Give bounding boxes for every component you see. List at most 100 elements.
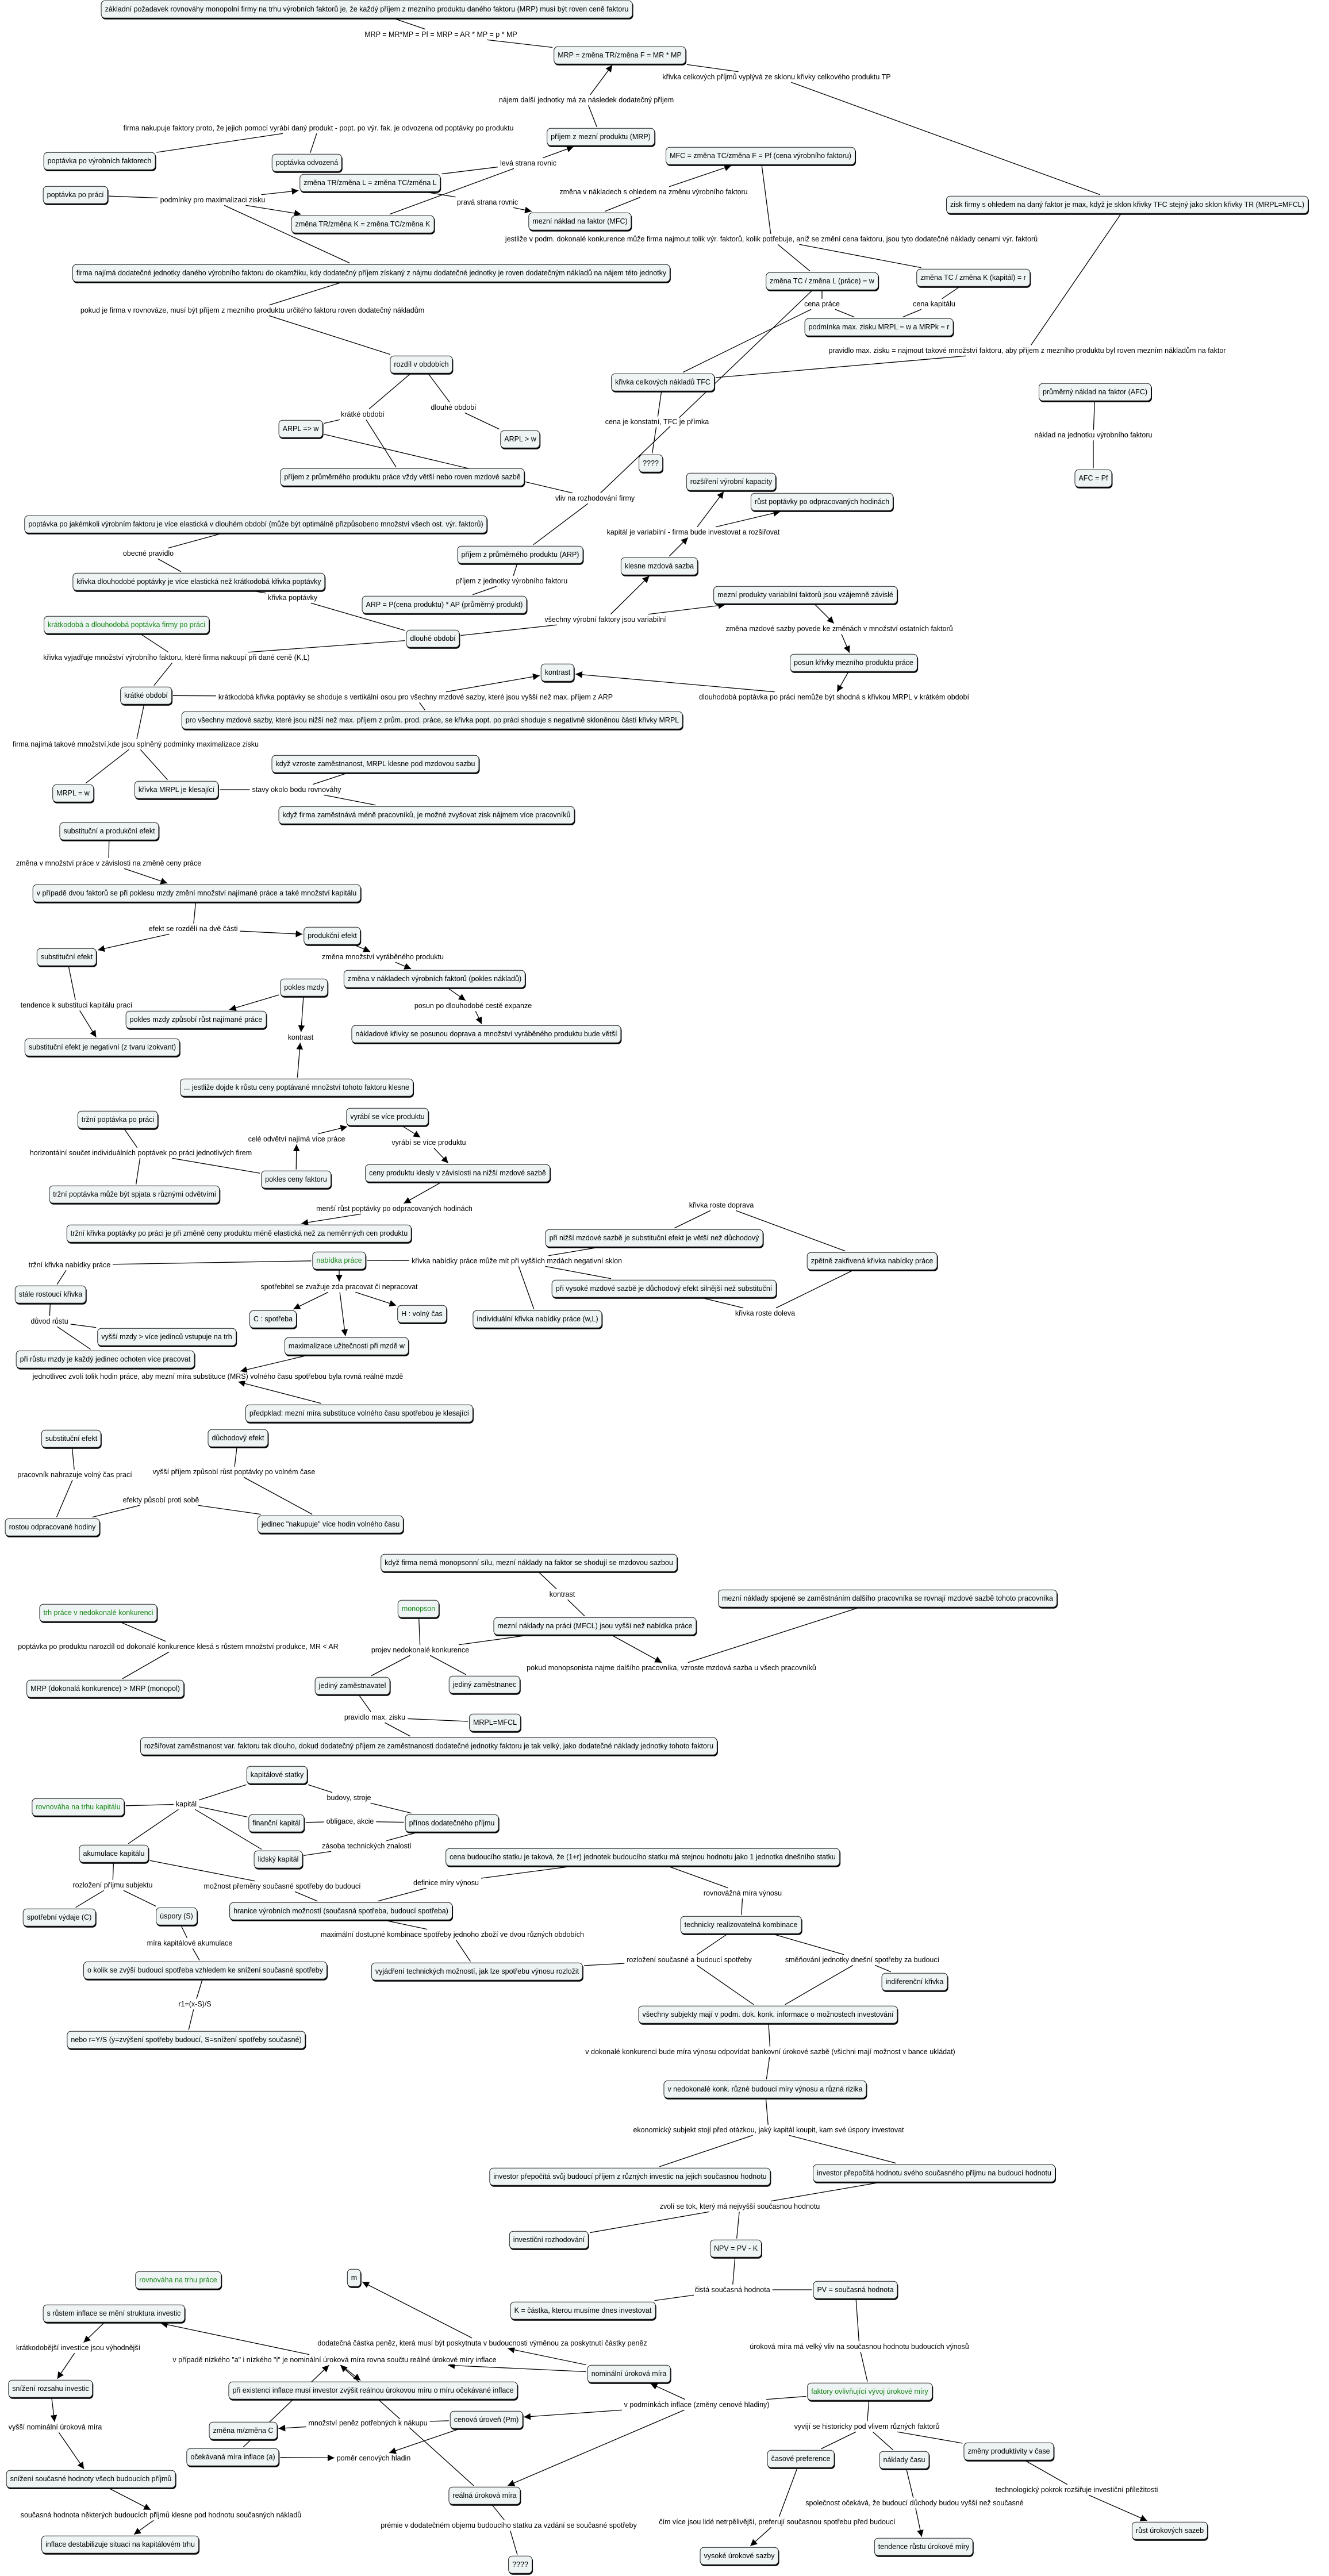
topic-node[interactable]: nabídka práce <box>312 1251 366 1270</box>
concept-node[interactable]: mezní produkty variabilní faktorů jsou v… <box>713 586 897 604</box>
concept-node[interactable]: všechny subjekty mají v podm. dok. konk.… <box>638 2005 898 2024</box>
concept-node[interactable]: s růstem inflace se mění struktura inves… <box>43 2304 185 2323</box>
concept-node[interactable]: H : volný čas <box>397 1305 447 1323</box>
concept-node[interactable]: změna m/změna C <box>209 2421 278 2440</box>
concept-node[interactable]: snížení rozsahu investic <box>8 2379 93 2398</box>
concept-node[interactable]: rozšiřovat zaměstnanost var. faktoru tak… <box>140 1737 718 1755</box>
concept-node[interactable]: C : spotřeba <box>249 1310 297 1328</box>
concept-node[interactable]: při vysoké mzdové sazbě je důchodový efe… <box>551 1279 777 1298</box>
concept-node[interactable]: ARPL > w <box>500 430 540 448</box>
concept-node[interactable]: vyrábí se více produktu <box>346 1108 429 1126</box>
concept-node[interactable]: ???? <box>639 454 663 472</box>
concept-node[interactable]: MRP = změna TR/změna F = MR * MP <box>554 46 686 64</box>
concept-node[interactable]: náklady času <box>879 2451 929 2469</box>
concept-node[interactable]: mezní náklady na práci (MFCL) jsou vyšší… <box>493 1617 697 1635</box>
concept-node[interactable]: rozdíl v obdobích <box>390 355 453 374</box>
concept-node[interactable]: lidský kapitál <box>253 1850 303 1868</box>
concept-node[interactable]: substituční efekt je negativní (z tvaru … <box>24 1038 180 1056</box>
concept-node[interactable]: dlouhé období <box>406 629 460 648</box>
concept-node[interactable]: ceny produktu klesly v závislosti na niž… <box>365 1164 550 1182</box>
concept-node[interactable]: zpětně zakřivená křivka nabídky práce <box>806 1252 938 1270</box>
concept-node[interactable]: předpklad: mezní míra substituce volného… <box>245 1404 474 1422</box>
concept-node[interactable]: vyjádření technických možností, jak lze … <box>371 1962 583 1981</box>
concept-node[interactable]: když firma zaměstnává méně pracovníků, j… <box>278 806 575 824</box>
concept-node[interactable]: vysoké úrokové sazby <box>700 2547 779 2565</box>
concept-node[interactable]: hranice výrobních možností (současná spo… <box>229 1902 452 1920</box>
concept-node[interactable]: substituční efekt <box>36 948 97 966</box>
concept-node[interactable]: ARP = P(cena produktu) * AP (průměrný pr… <box>362 595 527 614</box>
concept-node[interactable]: mezní náklad na faktor (MFC) <box>528 212 632 230</box>
concept-node[interactable]: důchodový efekt <box>208 1429 268 1447</box>
topic-node[interactable]: krátkodobá a dlouhodobá poptávka firmy p… <box>44 616 209 634</box>
concept-node[interactable]: inflace destabilizuje situaci na kapitál… <box>41 2535 199 2554</box>
concept-node[interactable]: ARPL => w <box>278 420 323 438</box>
concept-node[interactable]: podmínka max. zisku MRPL = w a MRPk = r <box>804 318 954 336</box>
concept-node[interactable]: MRP (dokonalá konkurence) > MRP (monopol… <box>26 1679 184 1698</box>
concept-node[interactable]: růst úrokových sazeb <box>1131 2521 1208 2540</box>
concept-node[interactable]: změna TC / změna K (kapitál) = r <box>916 268 1030 287</box>
concept-node[interactable]: MRPL = w <box>52 784 94 802</box>
concept-node[interactable]: změna TC / změna L (práce) = w <box>766 272 878 290</box>
concept-node[interactable]: v nedokonalé konk. různé budoucí míry vý… <box>663 2080 867 2098</box>
concept-node[interactable]: tendence růstu úrokové míry <box>874 2537 974 2556</box>
concept-node[interactable]: o kolik se zvýší budoucí spotřeba vzhled… <box>83 1961 327 1979</box>
concept-node[interactable]: pokles ceny faktoru <box>261 1170 331 1189</box>
concept-node[interactable]: individuální křivka nabídky práce (w,L) <box>473 1310 602 1328</box>
concept-node[interactable]: jediný zaměstnanec <box>448 1675 521 1694</box>
concept-node[interactable]: nominální úroková míra <box>587 2364 671 2383</box>
concept-node[interactable]: příjem z průměrného produktu práce vždy … <box>280 468 525 486</box>
concept-node[interactable]: cena budoucího statku je taková, že (1+r… <box>445 1848 840 1866</box>
concept-node[interactable]: při existenci inflace musí investor zvýš… <box>228 2381 518 2400</box>
concept-node[interactable]: jedinec "nakupuje" více hodin volného ča… <box>257 1515 404 1533</box>
topic-node[interactable]: rovnováha na trhu práce <box>135 2271 221 2289</box>
concept-node[interactable]: PV = současná hodnota <box>813 2281 898 2299</box>
concept-node[interactable]: při růstu mzdy je každý jedinec ochoten … <box>16 1350 195 1368</box>
concept-node[interactable]: tržní poptávka po práci <box>77 1110 159 1129</box>
concept-node[interactable]: NPV = PV - K <box>709 2239 762 2258</box>
concept-node[interactable]: investor přepočítá hodnotu svého současn… <box>813 2164 1055 2182</box>
concept-node[interactable]: pokles mzdy způsobí růst najímané práce <box>125 1010 267 1029</box>
topic-node[interactable]: rovnováha na trhu kapitálu <box>32 1798 125 1816</box>
concept-node[interactable]: zisk firmy s ohledem na daný faktor je m… <box>946 195 1309 214</box>
concept-node[interactable]: investiční rozhodování <box>509 2231 589 2249</box>
concept-node[interactable]: tržní poptávka může být spjata s různými… <box>49 1185 220 1204</box>
topic-node[interactable]: faktory ovlivňující vývoj úrokové míry <box>807 2382 932 2401</box>
concept-node[interactable]: MRPL=MFCL <box>468 1713 521 1732</box>
concept-node[interactable]: ???? <box>508 2555 532 2574</box>
concept-node[interactable]: rozšíření výrobní kapacity <box>686 472 777 491</box>
concept-node[interactable]: změna TR/změna K = změna TC/změna K <box>291 215 435 233</box>
concept-node[interactable]: spotřební výdaje (C) <box>22 1908 96 1927</box>
concept-node[interactable]: změna v nákladech výrobních faktorů (pok… <box>343 970 526 988</box>
concept-node[interactable]: základní požadavek rovnováhy monopolní f… <box>101 0 633 18</box>
concept-node[interactable]: maximalizace užitečnosti při mzdě w <box>284 1337 409 1355</box>
concept-node[interactable]: technicky realizovatelná kombinace <box>680 1916 802 1934</box>
concept-node[interactable]: kapitálové statky <box>246 1766 308 1784</box>
concept-node[interactable]: substituční efekt <box>41 1429 102 1448</box>
concept-node[interactable]: nákladové křivky se posunou doprava a mn… <box>351 1025 621 1043</box>
concept-node[interactable]: vyšší mzdy > více jedinců vstupuje na tr… <box>97 1328 236 1346</box>
concept-node[interactable]: příjem z mezní produktu (MRP) <box>547 128 655 146</box>
concept-node[interactable]: substituční a produkční efekt <box>59 822 159 840</box>
concept-node[interactable]: finanční kapitál <box>248 1814 305 1832</box>
concept-node[interactable]: křivka dlouhodobé poptávky je více elast… <box>72 572 325 591</box>
concept-node[interactable]: časové preference <box>767 2450 835 2468</box>
concept-node[interactable]: pokles mzdy <box>280 978 328 997</box>
concept-node[interactable]: ... jestliže dojde k růstu ceny poptávan… <box>180 1078 413 1097</box>
concept-node[interactable]: klesne mzdová sazba <box>620 557 698 575</box>
concept-node[interactable]: reálná úroková míra <box>448 2486 521 2505</box>
concept-node[interactable]: snížení současné hodnoty všech budoucích… <box>6 2470 176 2488</box>
concept-node[interactable]: K = částka, kterou musíme dnes investova… <box>510 2301 656 2320</box>
concept-node[interactable]: křivka celkových nákladů TFC <box>611 373 715 391</box>
concept-node[interactable]: když firma nemá monopsonní sílu, mezní n… <box>381 1554 677 1572</box>
concept-node[interactable]: investor přepočítá svůj budoucí příjem z… <box>489 2167 771 2186</box>
concept-node[interactable]: m <box>347 2269 362 2287</box>
topic-node[interactable]: trh práce v nedokonalé konkurenci <box>39 1604 158 1622</box>
concept-node[interactable]: kontrast <box>540 663 575 682</box>
concept-node[interactable]: při nižší mzdové sazbě je substituční ef… <box>545 1229 763 1247</box>
concept-node[interactable]: růst poptávky po odpracovaných hodinách <box>750 493 894 511</box>
concept-node[interactable]: příjem z průměrného produktu (ARP) <box>457 545 583 564</box>
concept-node[interactable]: posun křivky mezního produktu práce <box>790 653 917 672</box>
concept-node[interactable]: jediný zaměstnavatel <box>314 1677 390 1695</box>
concept-node[interactable]: cenová úroveň (Pm) <box>450 2410 523 2429</box>
concept-node[interactable]: produkční efekt <box>304 926 361 945</box>
